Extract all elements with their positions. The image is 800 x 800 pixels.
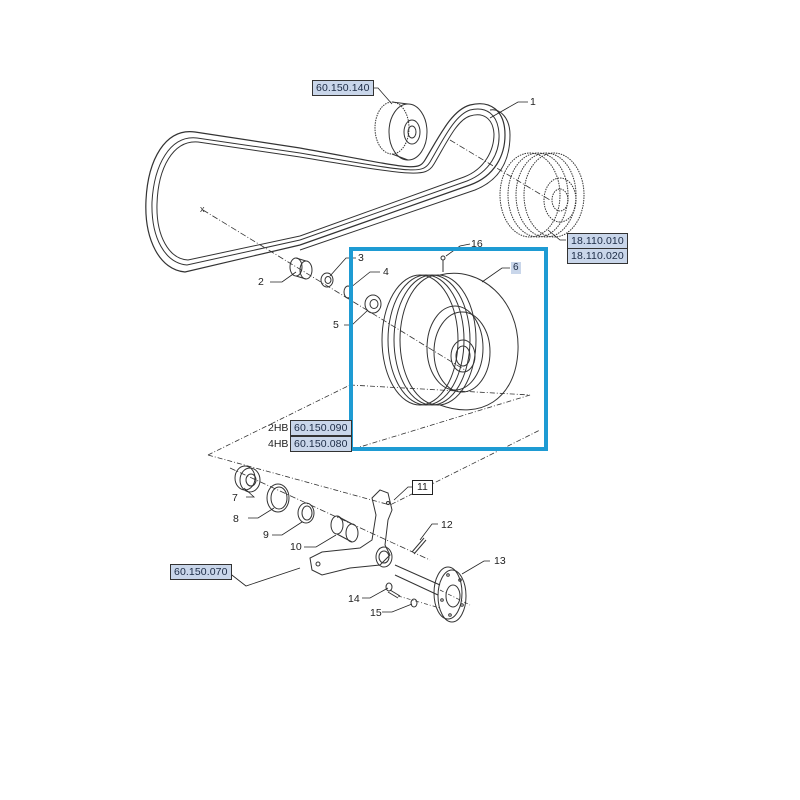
part-12-bolt[interactable]: [411, 537, 427, 555]
callout-15: 15: [370, 607, 382, 619]
ref-crank-pulley-a[interactable]: 18.110.010: [567, 233, 628, 249]
part-13-hub-spindle[interactable]: [394, 564, 471, 623]
part-11-tensioner-arm[interactable]: [309, 489, 393, 576]
variant-4hb-label: 4HB: [268, 438, 289, 450]
callout-1: 1: [530, 96, 536, 108]
callout-12: 12: [441, 519, 453, 531]
ref-variant-4hb[interactable]: 60.150.080: [290, 436, 352, 452]
variant-2hb-label: 2HB: [268, 422, 289, 434]
part-10-sleeve[interactable]: [330, 515, 359, 543]
callout-11: 11: [412, 480, 433, 495]
part-8-seal-ring[interactable]: [266, 483, 290, 513]
callout-9: 9: [263, 529, 269, 541]
ref-tensioner[interactable]: 60.150.070: [170, 564, 232, 580]
callout-10: 10: [290, 541, 302, 553]
part-2-bushing[interactable]: [289, 257, 313, 280]
callout-2: 2: [258, 276, 264, 288]
callout-7: 7: [232, 492, 238, 504]
callout-6[interactable]: 6: [511, 262, 521, 274]
callout-8: 8: [233, 513, 239, 525]
part-6-main-pulley[interactable]: [381, 272, 519, 411]
crank-pulley[interactable]: [499, 152, 585, 238]
part-14-bolt[interactable]: [385, 582, 401, 599]
part-15-washer[interactable]: [410, 598, 418, 608]
part-16-grease-nipple[interactable]: [440, 255, 446, 272]
part-5-seal[interactable]: [364, 294, 382, 314]
ref-variant-2hb[interactable]: 60.150.090: [290, 420, 352, 436]
idler-pulley[interactable]: [374, 101, 428, 161]
part-7-bearing[interactable]: [234, 465, 261, 493]
callout-5: 5: [333, 319, 339, 331]
callout-3: 3: [358, 252, 364, 264]
drive-belt[interactable]: [145, 103, 511, 273]
part-9-ring[interactable]: [297, 502, 315, 524]
part-3-nut[interactable]: [320, 272, 334, 288]
callout-13: 13: [494, 555, 506, 567]
callout-4: 4: [383, 266, 389, 278]
ref-crank-pulley-b[interactable]: 18.110.020: [567, 248, 628, 264]
callout-16: 16: [471, 238, 483, 250]
leader-lines: [227, 87, 566, 613]
callout-14: 14: [348, 593, 360, 605]
svg-text:x: x: [200, 204, 205, 214]
ref-idler-pulley[interactable]: 60.150.140: [312, 80, 374, 96]
